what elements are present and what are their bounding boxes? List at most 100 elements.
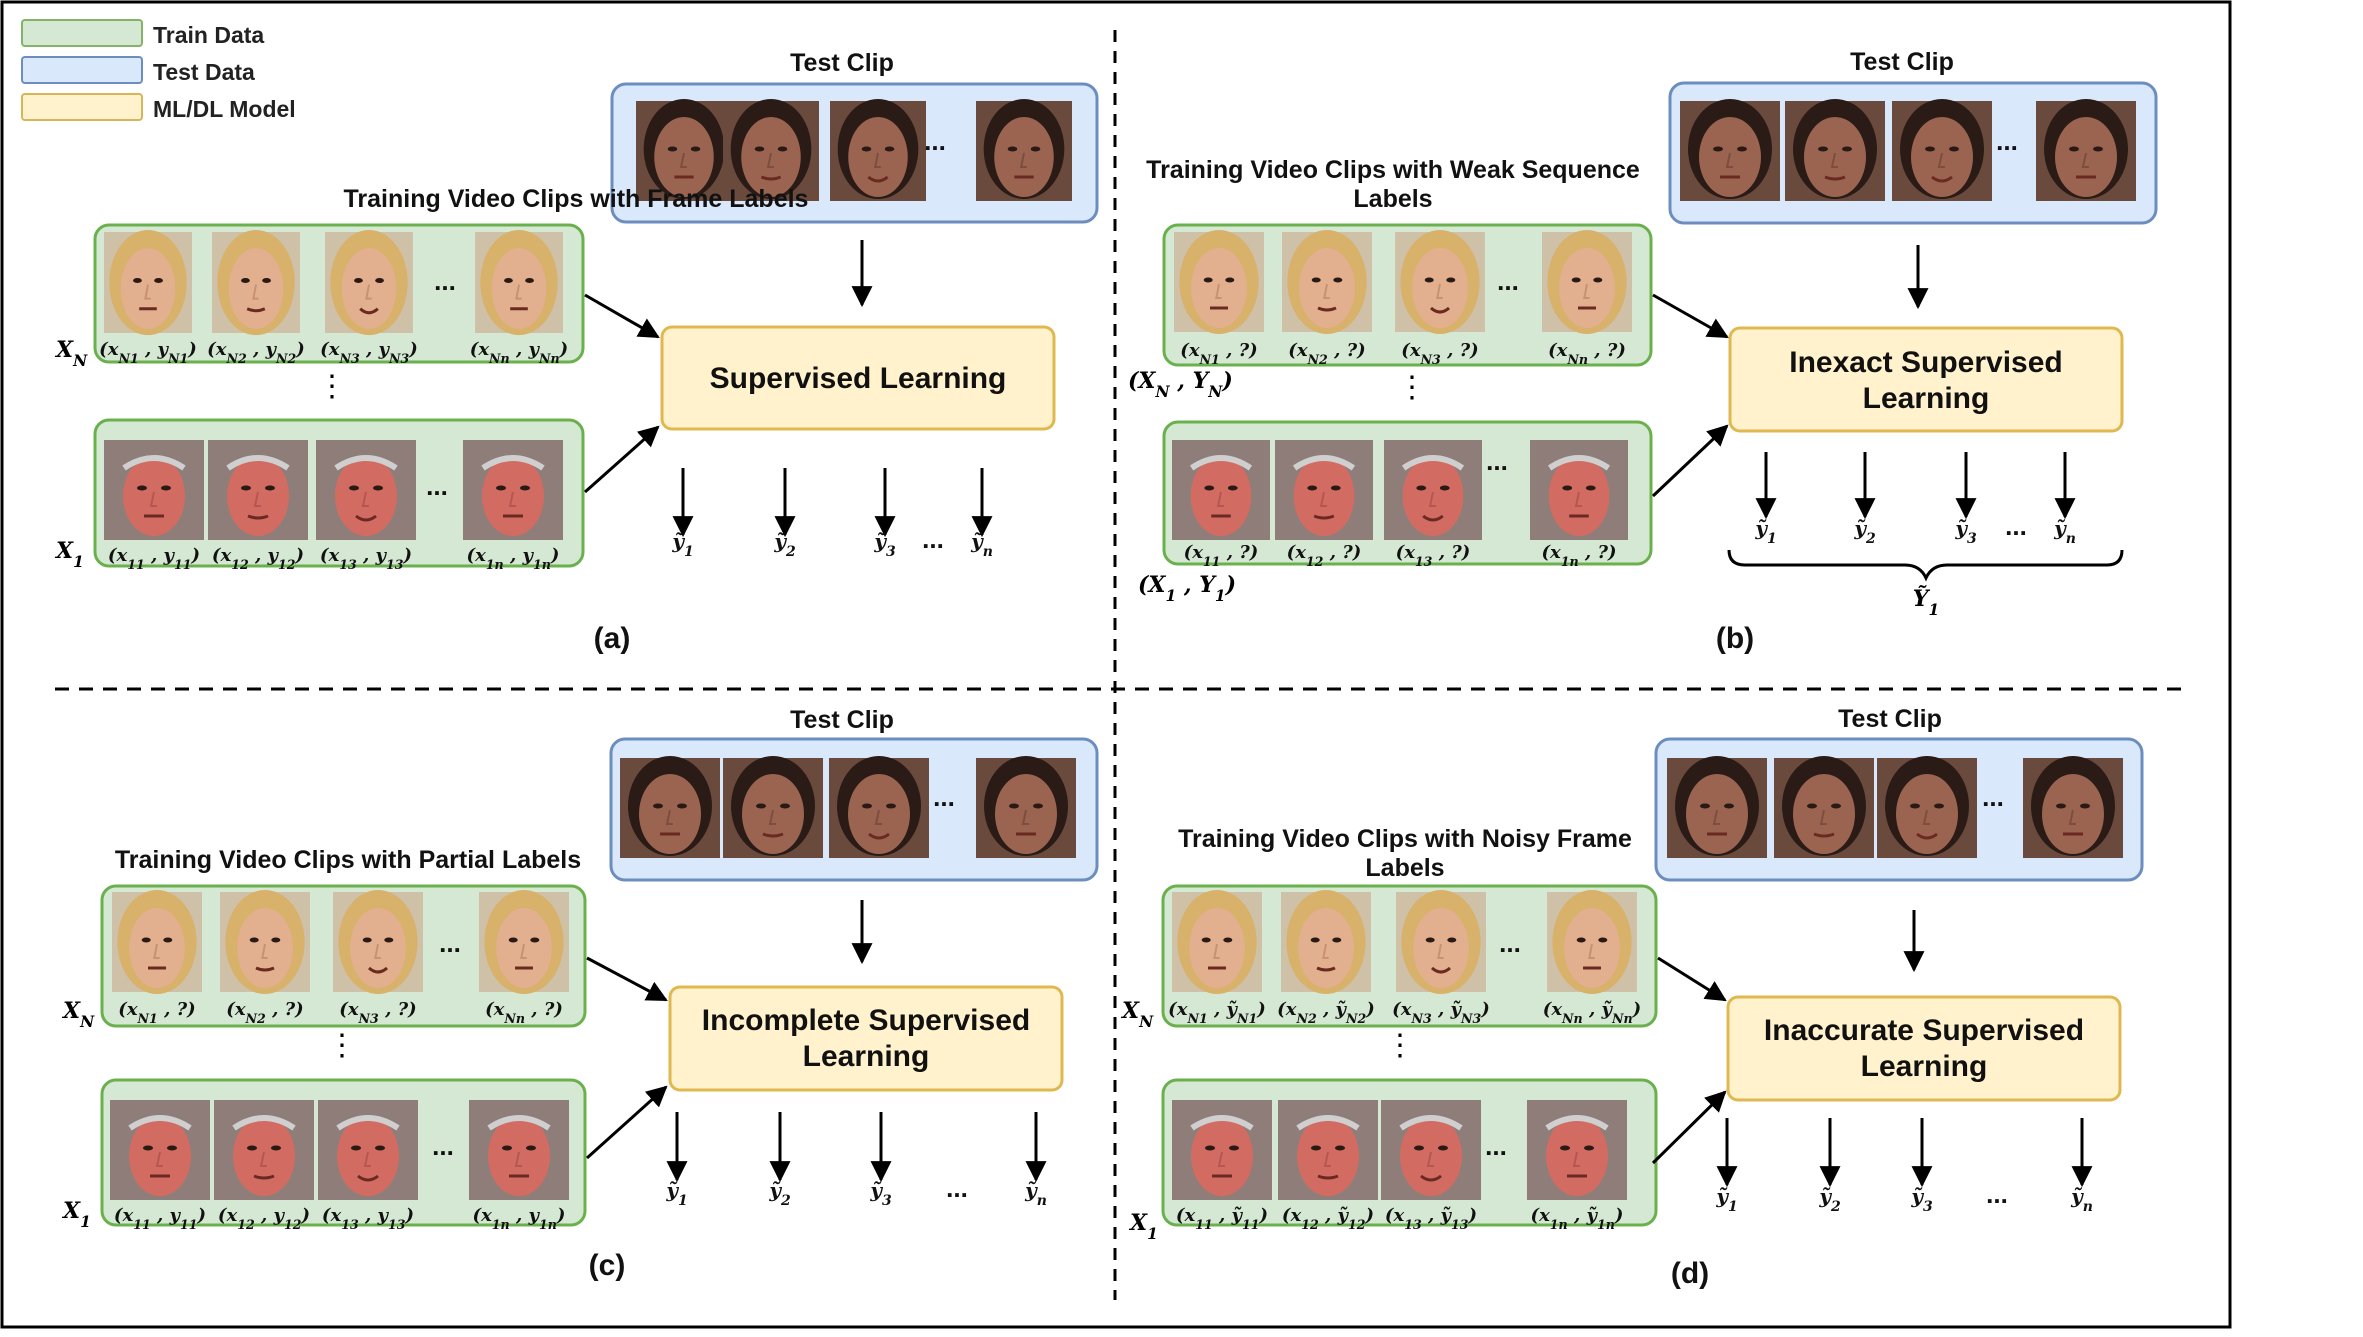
model-label-line2: Learning [803,1040,930,1073]
output-label: ỹ2 [773,529,796,560]
face-frame [1774,756,1874,858]
train-title-line2: Labels [1365,854,1444,882]
ellipsis: ... [439,928,461,958]
panel-label-a: (a) [594,622,631,655]
face-frame [325,230,413,336]
ellipsis: ... [933,782,955,812]
train-arrow-bot [1651,424,1729,498]
face-frame [212,230,300,336]
frame-label: (xN3 , yN3) [320,339,418,366]
legend-item-train: Train Data [21,19,264,48]
output-label: ỹ2 [1818,1184,1841,1215]
output-label: ỹ2 [768,1178,791,1209]
figure-border [0,0,2232,1329]
face-frame [1667,756,1767,858]
face-frame [104,230,192,336]
face-frame [110,1100,210,1200]
face-frame [1530,440,1628,540]
panel-c: Test Clip ... Training Video Clips with … [61,706,1099,1282]
face-frame [1785,99,1885,201]
face-frame [208,440,308,540]
ellipsis: ... [924,126,946,156]
face-frame [829,756,929,858]
face-frame [333,890,423,994]
panel-label-b: (b) [1716,622,1754,655]
ellipsis: ... [432,1131,454,1161]
model-label-line1: Incomplete Supervised [702,1004,1030,1037]
legend-item-model: ML/DL Model [21,93,296,122]
frame-label: (xN1 , ỹN1) [1168,999,1266,1026]
legend-item-test: Test Data [21,56,255,85]
face-frame [1542,230,1632,334]
x1-label: X1 [54,538,84,571]
face-frame [723,756,823,858]
face-frame [1877,756,1977,858]
train-arrow-top [586,956,668,1002]
train-clip-top: ...(xN1 , ?)(xN2 , ?)(xN3 , ?)(xNn , ?) [1162,223,1653,367]
face-frame [1172,890,1262,994]
face-frame [2036,99,2136,201]
train-clip-top: ...(xN1 , ?)(xN2 , ?)(xN3 , ?)(xNn , ?) [100,884,587,1028]
xn-label: XN [61,998,95,1031]
face-frame [1396,890,1486,994]
train-title-line1: Training Video Clips with Weak Sequence [1146,156,1640,184]
train-arrow-bot [585,1085,668,1160]
train-clip-bot: ...(x11 , ỹ11)(x12 , ỹ12)(x13 , ỹ13)(x1n… [1161,1078,1658,1232]
output-label: ỹn [970,529,993,560]
train-clip-top: ...(xN1 , yN1)(xN2 , yN2)(xN3 , yN3)(xNn… [93,223,585,366]
output-label: ỹ1 [1715,1184,1737,1215]
train-title-line2: Labels [1353,185,1432,213]
legend-label-model: ML/DL Model [153,96,296,122]
face-frame [1275,440,1373,540]
output-label: ỹ2 [1853,516,1876,547]
xn-label: XN [54,337,88,370]
face-frame [1384,440,1482,540]
train-title-line1: Training Video Clips with Noisy Frame [1178,825,1632,853]
xn-label: XN [1120,998,1154,1031]
output-label: ỹ3 [1954,516,1977,547]
ellipsis: ... [922,524,944,554]
sequence-brace [1727,549,2124,582]
test-clip-box: ... [1654,737,2144,882]
model-label-line1: Inaccurate Supervised [1764,1014,2084,1047]
model-label-line2: Learning [1861,1050,1988,1083]
test-clip-title: Test Clip [1838,705,1942,733]
face-frame [2023,756,2123,858]
output-label: ỹn [2053,516,2076,547]
face-frame [1381,1100,1481,1200]
legend: Train Data Test Data ML/DL Model [21,19,296,122]
face-frame [1174,230,1264,334]
train-clip-top: ...(xN1 , ỹN1)(xN2 , ỹN2)(xN3 , ỹN3)(xNn… [1161,884,1658,1028]
face-frame [1172,1100,1272,1200]
train-arrow-top [1652,293,1729,339]
model-box [668,985,1064,1092]
model-box [1726,995,2122,1102]
frame-label: (x1n , y1n) [473,1205,566,1232]
test-clip-title: Test Clip [790,706,894,734]
face-frame [976,99,1072,201]
ellipsis: ... [1982,782,2004,812]
output-label: ỹn [1024,1178,1047,1209]
face-frame [1281,890,1371,994]
face-frame [469,1100,569,1200]
test-clip-title: Test Clip [790,49,894,77]
model-box [1728,326,2124,433]
train-clip-bot: ...(x11 , y11)(x12 , y12)(x13 , y13)(x1n… [93,418,585,572]
test-clip-box: ... [610,82,1099,224]
train-arrow-bot [584,425,660,494]
ellipsis: ... [434,266,456,296]
ellipsis: ... [1986,1179,2008,1209]
face-frame [112,890,202,994]
face-frame [316,440,416,540]
model-box [660,325,1056,431]
vdots: ⋮ [317,370,347,403]
vdots: ⋮ [1385,1029,1415,1062]
output-label: ỹ1 [1754,516,1776,547]
output-label: ỹ3 [873,529,896,560]
xn-label: (XN , YN) [1128,368,1233,401]
train-clip-bot: ...(x11 , ?)(x12 , ?)(x13 , ?)(x1n , ?) [1162,420,1653,569]
ellipsis: ... [1499,928,1521,958]
